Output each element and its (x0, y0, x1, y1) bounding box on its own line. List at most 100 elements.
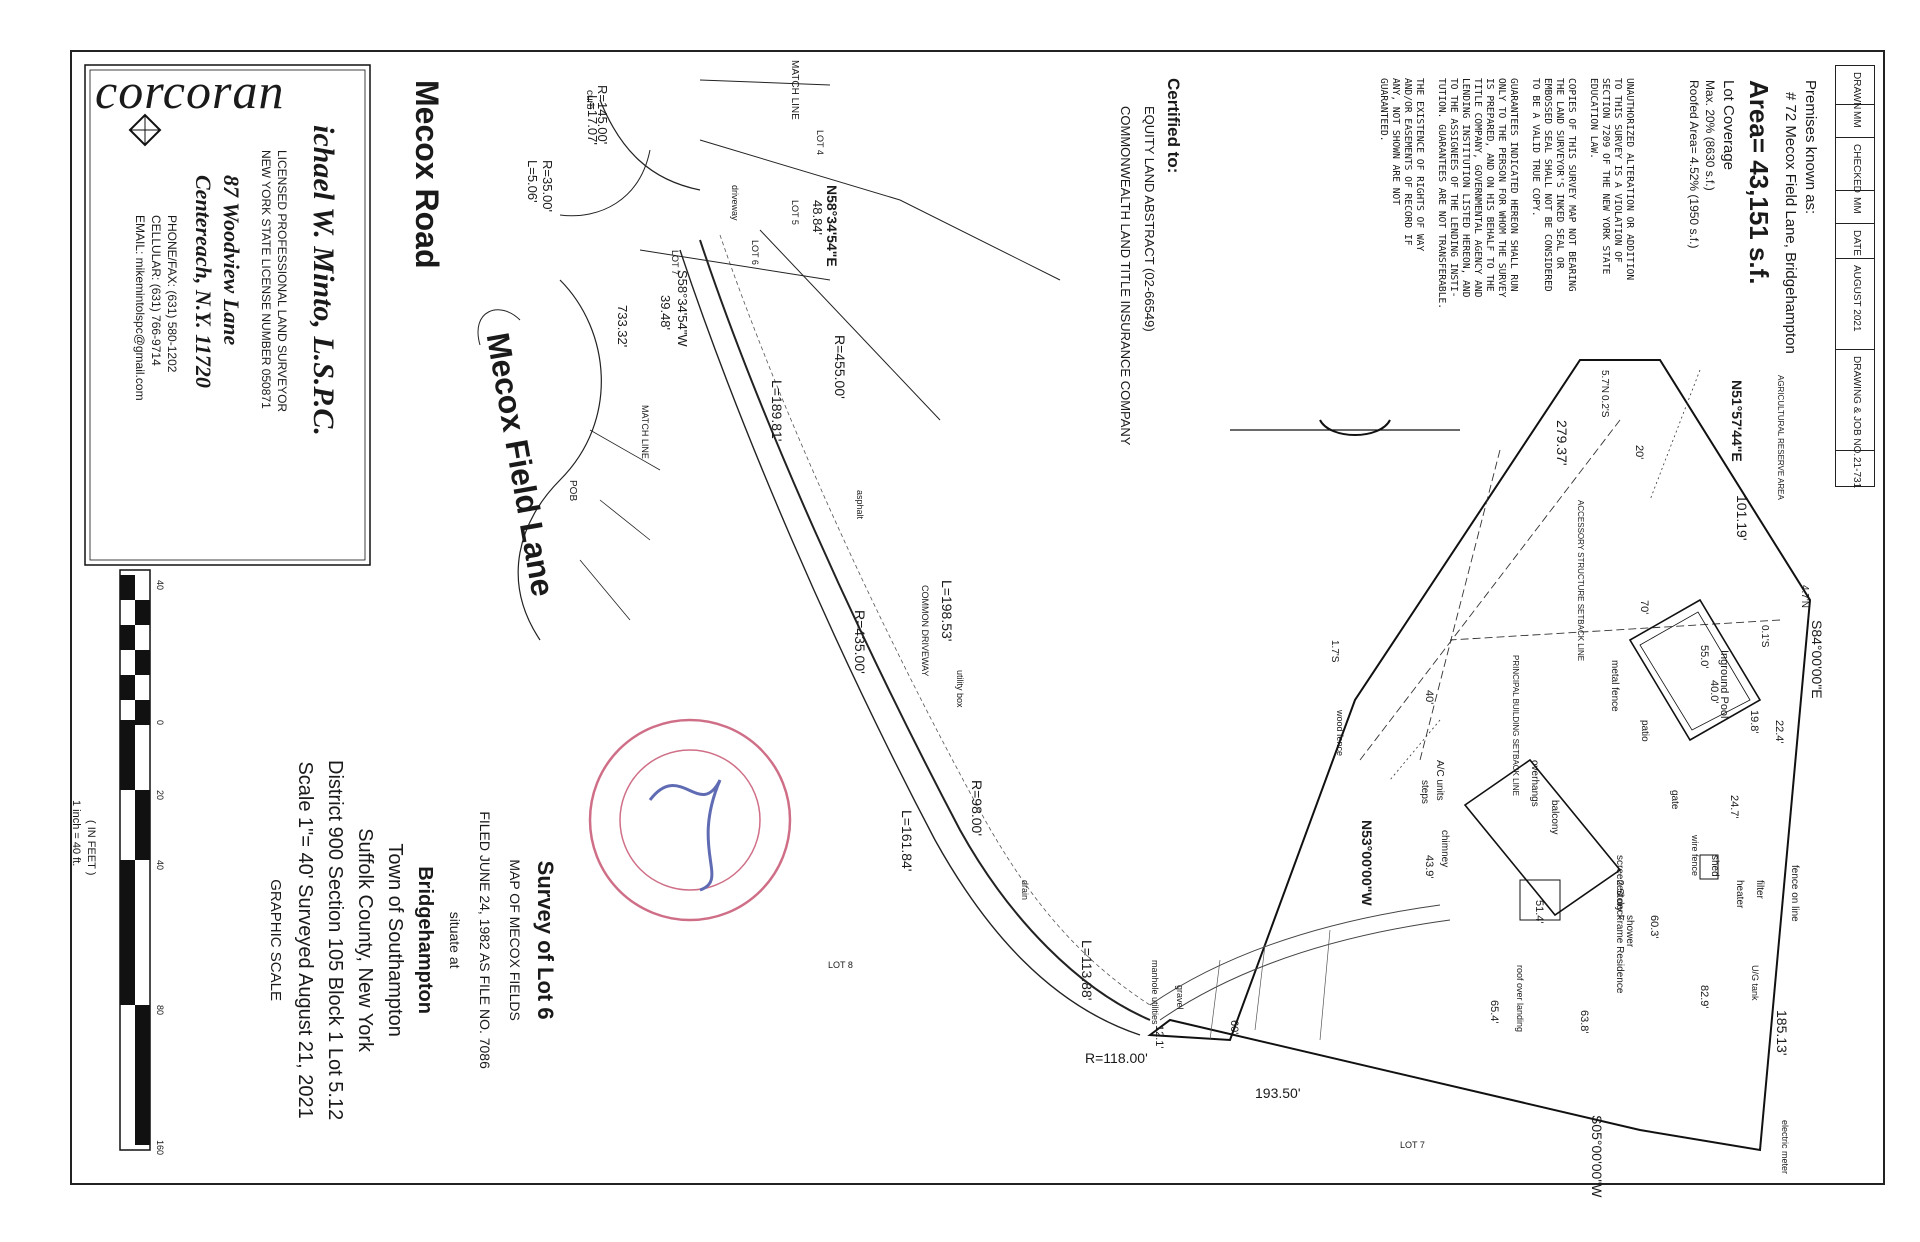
dim-121: 12.1' (1153, 1025, 1165, 1049)
r435: R=435.00' (852, 610, 868, 674)
wood-fence-label: wood fence (1335, 710, 1345, 757)
dim-47n: 4.7'N (1799, 585, 1810, 609)
dist-19350: 193.50' (1255, 1085, 1301, 1101)
dim-175: 1.7'S (1329, 640, 1340, 663)
dim-60: 60' (1228, 1020, 1240, 1035)
heater-label: heater (1734, 880, 1745, 909)
bearing-s84: S84°00'00"E (1809, 620, 1825, 699)
r35: R=35.00' (540, 160, 555, 212)
metal-fence-label: metal fence (1609, 660, 1620, 712)
survey-title: Survey of Lot 6 (533, 860, 558, 1020)
principal-label: PRINCIPAL BUILDING SETBACK LINE (1511, 655, 1520, 796)
surveyor-phone: PHONE/FAX: (631) 580-1202 (165, 215, 179, 373)
dist-4884: 48.84' (810, 200, 825, 236)
surveyor-street: 87 Woodview Lane (219, 175, 244, 346)
dim-439: 43.9' (1423, 855, 1435, 879)
dim-603: 60.3' (1648, 915, 1660, 939)
r98: R=98.00' (969, 780, 985, 836)
pool-dim-2: 19.8' (1748, 710, 1760, 734)
scale-units: ( IN FEET ) (85, 820, 97, 876)
graphic-scale-title: GRAPHIC SCALE (267, 879, 284, 1001)
dim-55: 55.0' (1698, 645, 1710, 669)
curb-label: curb (584, 90, 595, 110)
pob-label: POB (567, 480, 578, 502)
dim-638: 63.8' (1578, 1010, 1590, 1034)
surveyor-address: 87 Woodview Lane Centereach, N.Y. 11720 (189, 175, 245, 388)
situate: situate at (447, 911, 463, 969)
scale-tick-0: 0 (155, 720, 165, 726)
dim-40: 40' (1423, 690, 1435, 705)
dist-27937: 279.37' (1554, 420, 1570, 466)
accessory-label: ACCESSORY STRUCTURE SETBACK LINE (1576, 500, 1585, 662)
steps-label: steps (1419, 780, 1430, 804)
bearing-n58: N58°34'54"E (824, 185, 840, 267)
scale-tick-160: 160 (155, 1140, 165, 1156)
lot7-bottom-label: LOT 7 (1400, 1140, 1425, 1150)
dim-514: 51.4' (1533, 900, 1545, 924)
fence-on-line-label: fence on line (1789, 865, 1800, 922)
surveyor-city: Centereach, N.Y. 11720 (191, 175, 216, 388)
balcony-label: balcony (1549, 800, 1560, 835)
graphic-scale-bar (119, 569, 151, 1151)
dim-829: 82.9' (1698, 985, 1710, 1009)
dim-224: 22.4' (1773, 720, 1785, 744)
road-edge-outer (699, 239, 1151, 1021)
dist-10119: 101.19' (1734, 495, 1750, 541)
scale: Scale 1"= 40' Surveyed August 21, 2021 (294, 761, 316, 1119)
scale-tick-20: 20 (155, 790, 165, 801)
surveyor-contact: PHONE/FAX: (631) 580-1202 CELLULAR: (631… (132, 215, 180, 401)
dist-73332: 733.32' (615, 305, 630, 348)
residence-outline (1463, 758, 1622, 917)
match-line-top: MATCH LINE (789, 60, 800, 120)
lot7-label: LOT 7 (670, 250, 680, 275)
patio-label: patio (1639, 720, 1650, 742)
place: Bridgehampton (414, 866, 436, 1014)
dim-01s: 0.1'S (1759, 625, 1770, 648)
overhangs-label: overhangs (1529, 760, 1540, 807)
pool-dim-1: 40.0' (1708, 680, 1720, 704)
scale-tick-40a: 40 (155, 580, 165, 591)
l16184: L=161.84' (899, 810, 915, 872)
road-mecox-road: Mecox Road (409, 80, 445, 269)
l18981: L=189.81' (769, 380, 785, 442)
surveyor-title: LICENSED PROFESSIONAL LAND SURVEYOR (275, 150, 289, 413)
compass-icon (125, 110, 165, 150)
electric-meter-label: electric meter (1780, 1120, 1790, 1175)
dist-18513: 185.13' (1774, 1010, 1790, 1056)
wire-fence-label: wire fence (1690, 835, 1700, 877)
driveway-edge (719, 234, 1151, 1006)
scale-tick-80: 80 (155, 1005, 165, 1016)
roof-landing-label: roof over landing (1515, 965, 1525, 1033)
bearing-n53: N53°00'00"W (1359, 820, 1375, 906)
bearing-n51: N51°57'44"E (1729, 380, 1745, 462)
asphalt-label: asphalt (855, 490, 865, 520)
surveyor-name: ichael W. Minto, L.S.P.C. (307, 125, 340, 436)
dim-57n: 5.7'N (1599, 370, 1610, 394)
town: Town of Southampton (384, 843, 406, 1037)
filter-label: filter (1754, 880, 1765, 899)
lot6-label: LOT 6 (750, 240, 760, 265)
match-line-mid: MATCH LINE (640, 405, 650, 459)
district: District 900 Section 105 Block 1 Lot 5.1… (324, 760, 346, 1121)
surveyor-cell: CELLULAR: (631) 766-9714 (149, 215, 163, 366)
deck-label: screened deck (1614, 855, 1625, 921)
ug-tank-label: U/G tank (1750, 965, 1760, 1001)
gravel-label: gravel (1175, 985, 1185, 1010)
lot4-label: LOT 4 (815, 130, 825, 155)
corcoran-logo: corcoran (95, 63, 285, 119)
scale-tick-40b: 40 (155, 860, 165, 871)
surveyor-title-block: LICENSED PROFESSIONAL LAND SURVEYOR NEW … (258, 150, 290, 412)
title-block: DRAWN MM CHECKED MM DATE AUGUST 2021 DRA… (1835, 65, 1875, 488)
scale-inch: 1 inch = 40 ft. (70, 800, 82, 867)
bearing-s58: S58°34'54"W (675, 270, 690, 347)
ac-label: A/C units (1434, 760, 1445, 801)
gate-label: gate (1669, 790, 1680, 810)
dim-654: 65.4' (1488, 1000, 1500, 1024)
dim-20: 20' (1633, 445, 1645, 460)
surveyor-license: NEW YORK STATE LICENSE NUMBER 050871 (259, 150, 273, 409)
dist-3948: 39.48' (658, 295, 673, 331)
driveway-label: driveway (730, 185, 740, 221)
utility-box-label: utility box (955, 670, 965, 708)
l506: L=5.06' (525, 160, 540, 203)
r455: R=455.00' (832, 335, 848, 399)
